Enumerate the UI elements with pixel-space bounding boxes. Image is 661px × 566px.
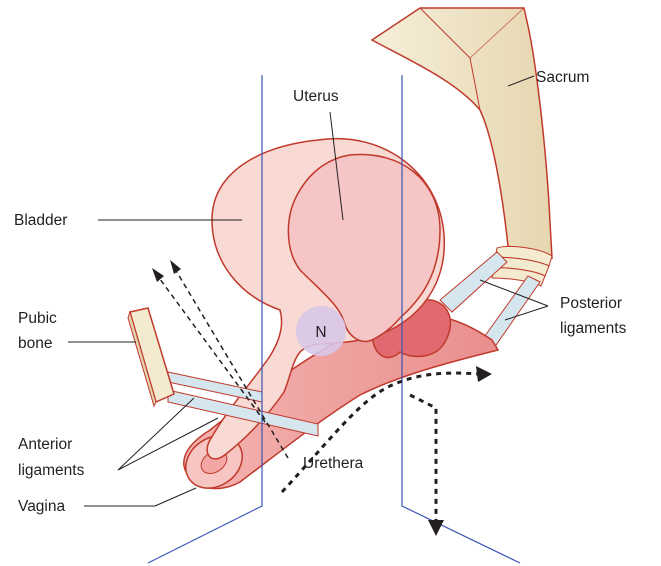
nerve-marker: N: [296, 306, 346, 356]
anterior-ligaments-label-line1: Anterior: [18, 436, 72, 453]
pubic-bone-label-line2: bone: [18, 335, 52, 352]
sacrum-label: Sacrum: [536, 69, 589, 86]
vagina-label: Vagina: [18, 498, 65, 515]
nerve-label: N: [315, 324, 326, 341]
uterus-label: Uterus: [293, 88, 339, 105]
urethra-label: Urethera: [303, 455, 364, 472]
posterior-ligaments-label-line2: ligaments: [560, 320, 627, 337]
bladder-label: Bladder: [14, 212, 67, 229]
pubic-bone: [128, 308, 174, 406]
posterior-ligaments-label-line1: Posterior: [560, 295, 622, 312]
pubic-bone-label-line1: Pubic: [18, 310, 57, 327]
anterior-ligaments-label-line2: ligaments: [18, 462, 85, 479]
